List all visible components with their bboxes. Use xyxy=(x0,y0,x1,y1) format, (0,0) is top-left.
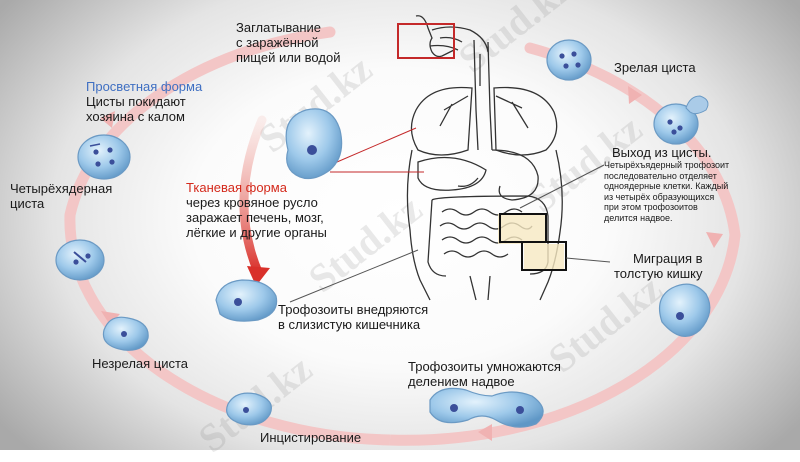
label-luminal-form-desc: Цисты покидают хозяина с калом xyxy=(86,94,186,124)
cycle-arrow xyxy=(101,311,120,325)
label-mature-cyst: Зрелая циста xyxy=(614,60,696,75)
label-tissue-form-title: Тканевая форма xyxy=(186,180,287,195)
diagram-graphics xyxy=(55,15,741,446)
leader-lines xyxy=(289,127,611,303)
four-nuclear-cyst-cell xyxy=(77,134,131,180)
digestive-system-outline xyxy=(406,15,564,301)
label-multiply: Трофозоиты умножаются делением надвое xyxy=(408,359,561,389)
label-tissue-form-desc: через кровяное русло заражает печень, мо… xyxy=(186,195,327,240)
label-luminal-form-title: Просветная форма xyxy=(86,79,203,94)
cycle-arrow xyxy=(478,424,492,441)
invading-trophozoite-cell xyxy=(215,279,278,322)
tissue-form-arrow xyxy=(239,115,270,286)
cycle-arrow xyxy=(628,86,642,104)
label-ingestion: Заглатывание с заражённой пищей или водо… xyxy=(236,20,341,65)
mature-cyst-cell xyxy=(546,39,592,81)
label-excystation-title: Выход из цисты. xyxy=(612,145,712,160)
mouth-zoom-box xyxy=(397,23,455,59)
cycle-arrow xyxy=(100,111,115,128)
trophozoite-large-intestine xyxy=(659,283,711,337)
label-migration: Миграция в толстую кишку xyxy=(614,251,703,281)
excysting-cell xyxy=(653,95,709,145)
label-four-nuclear-cyst: Четырёхядерная циста xyxy=(10,181,113,211)
label-immature-cyst: Незрелая циста xyxy=(92,356,189,371)
dividing-trophozoite xyxy=(429,387,544,428)
binucleate-cyst-cell xyxy=(55,239,105,281)
label-encystation: Инцистирование xyxy=(260,430,362,445)
cycle-arrow xyxy=(706,232,723,248)
label-invade: Трофозоиты внедряются в слизистую кишечн… xyxy=(278,302,429,332)
immature-cyst-cell xyxy=(102,316,149,351)
encysting-cell xyxy=(226,392,272,426)
label-excystation-desc: Четырёхъядерный трофозоит последовательн… xyxy=(604,160,730,223)
tissue-trophozoite-cell xyxy=(285,108,343,180)
large-intestine-zoom-box xyxy=(521,241,567,271)
